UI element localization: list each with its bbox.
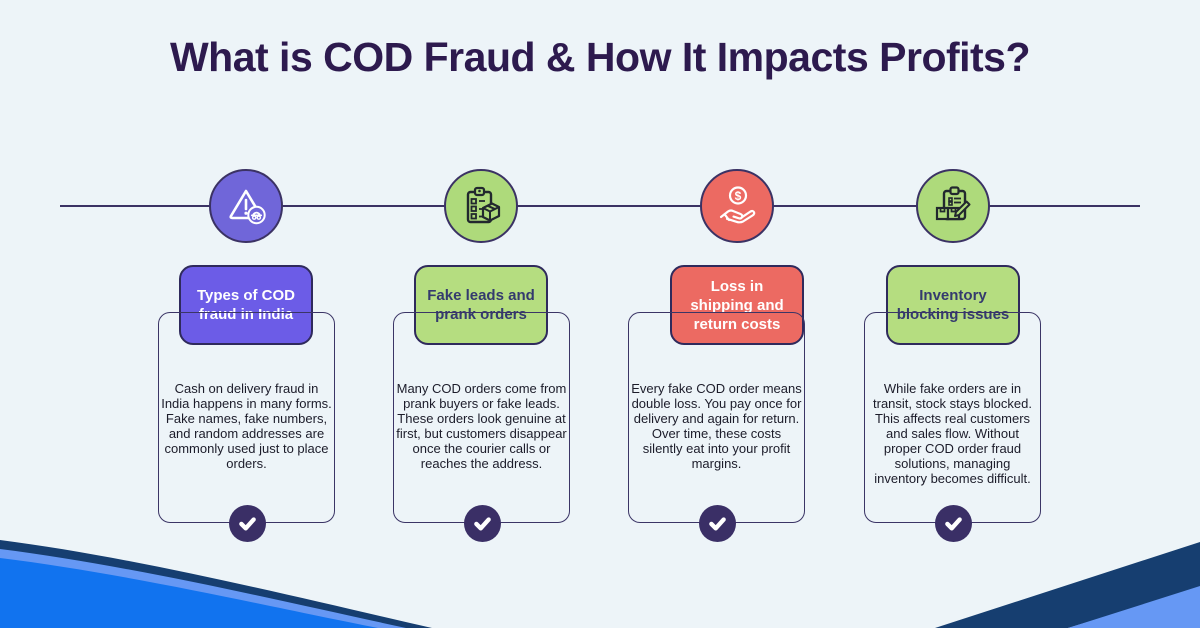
topic-title: Fake leads and prank orders (427, 287, 535, 323)
topic-title: Types of COD fraud in India (196, 287, 296, 323)
checkmark-icon (229, 505, 266, 542)
checkmark-icon (935, 505, 972, 542)
description-text: Many COD orders come from prank buyers o… (396, 381, 567, 471)
topic-title-box: Loss in shipping and return costs (670, 265, 804, 345)
clipboard-package-icon-wrap (457, 182, 505, 230)
bottom-left-navy-band (0, 540, 432, 628)
bottom-right-lightblue-corner (1068, 586, 1200, 628)
checkmark-icon (464, 505, 501, 542)
description-text: Cash on delivery fraud in India happens … (161, 381, 332, 471)
topic-title-box: Fake leads and prank orders (414, 265, 548, 345)
warning-incognito-icon-wrap (222, 182, 270, 230)
inventory-clipboard-icon-wrap (929, 182, 977, 230)
description-card: While fake orders are in transit, stock … (864, 312, 1041, 542)
topic-title: Inventory blocking issues (896, 287, 1010, 323)
description-text: While fake orders are in transit, stock … (873, 381, 1032, 486)
checkmark-icon (699, 505, 736, 542)
topic-title-box: Types of COD fraud in India (179, 265, 313, 345)
svg-text:$: $ (735, 189, 742, 203)
clipboard-package-icon (466, 186, 501, 224)
warning-incognito-icon (229, 189, 266, 225)
bottom-left-lightblue-band (0, 549, 406, 628)
description-text: Every fake COD order means double loss. … (631, 381, 802, 471)
bottom-left-brightblue-shape (0, 558, 378, 628)
hand-dollar-icon-wrap: $ (713, 182, 761, 230)
inventory-clipboard-icon (935, 186, 971, 221)
topic-title: Loss in shipping and return costs (690, 277, 784, 333)
timeline-node-circle (444, 169, 518, 243)
bottom-right-navy-band (935, 542, 1200, 628)
description-card: Many COD orders come from prank buyers o… (393, 312, 570, 542)
timeline-line (60, 205, 1140, 207)
timeline-node-circle (209, 169, 283, 243)
page-title: What is COD Fraud & How It Impacts Profi… (169, 34, 1031, 80)
description-card: Cash on delivery fraud in India happens … (158, 312, 335, 542)
topic-title-box: Inventory blocking issues (886, 265, 1020, 345)
timeline-node-circle: $ (700, 169, 774, 243)
hand-dollar-icon: $ (719, 186, 756, 224)
timeline-node-circle (916, 169, 990, 243)
description-card: Every fake COD order means double loss. … (628, 312, 805, 542)
